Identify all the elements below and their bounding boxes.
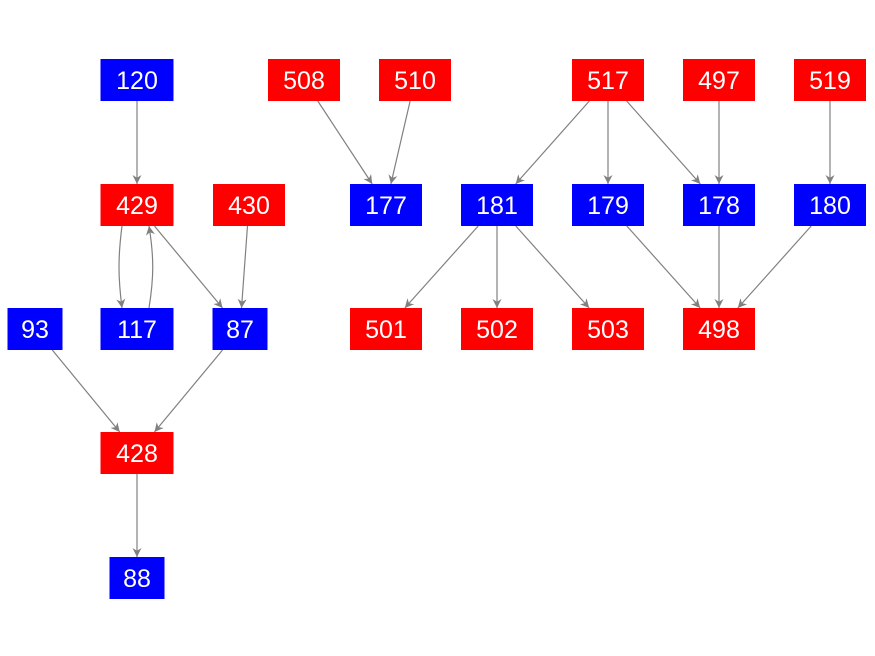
node-label: 501 (365, 316, 407, 344)
node-box (100, 184, 174, 226)
node-501[interactable]: 501 (350, 308, 422, 350)
node-label: 180 (809, 192, 851, 220)
edge-510-to-177 (388, 100, 411, 185)
edge-429-to-87 (153, 225, 224, 309)
edge-430-to-87 (237, 225, 249, 309)
node-box (213, 184, 285, 226)
node-box (572, 59, 644, 101)
node-179[interactable]: 179 (572, 184, 644, 226)
node-502[interactable]: 502 (461, 308, 533, 350)
node-117[interactable]: 117 (100, 308, 174, 350)
node-508[interactable]: 508 (268, 59, 340, 101)
node-429[interactable]: 429 (100, 184, 174, 226)
node-180[interactable]: 180 (794, 184, 866, 226)
node-label: 510 (394, 67, 436, 95)
node-box (794, 184, 866, 226)
node-box (100, 432, 174, 474)
node-box (100, 59, 174, 101)
edge-179-to-498 (626, 225, 701, 309)
edge-117-to-429 (145, 225, 155, 309)
node-label: 87 (226, 316, 254, 344)
edge-508-to-177 (317, 100, 373, 185)
node-label: 508 (283, 67, 325, 95)
node-box (109, 557, 165, 599)
node-519[interactable]: 519 (794, 59, 866, 101)
node-517[interactable]: 517 (572, 59, 644, 101)
node-box (350, 184, 422, 226)
node-label: 117 (117, 316, 157, 344)
node-181[interactable]: 181 (461, 184, 533, 226)
node-497[interactable]: 497 (683, 59, 755, 101)
node-box (379, 59, 451, 101)
node-177[interactable]: 177 (350, 184, 422, 226)
node-503[interactable]: 503 (572, 308, 644, 350)
node-box (461, 308, 533, 350)
node-178[interactable]: 178 (683, 184, 755, 226)
node-88[interactable]: 88 (109, 557, 165, 599)
node-box (683, 184, 755, 226)
node-label: 179 (587, 192, 629, 220)
node-87[interactable]: 87 (212, 308, 268, 350)
node-label: 429 (116, 192, 158, 220)
edge-181-to-501 (404, 225, 479, 309)
edges (51, 100, 835, 557)
node-box (683, 308, 755, 350)
node-label: 88 (123, 565, 151, 593)
node-label: 517 (587, 67, 629, 95)
edge-517-to-181 (515, 100, 590, 185)
node-box (350, 308, 422, 350)
node-box (212, 308, 268, 350)
edge-181-to-503 (515, 225, 590, 309)
node-label: 93 (21, 316, 49, 344)
node-box (683, 59, 755, 101)
node-label: 181 (476, 192, 518, 220)
node-93[interactable]: 93 (7, 308, 63, 350)
node-label: 178 (698, 192, 740, 220)
node-label: 120 (116, 67, 158, 95)
node-510[interactable]: 510 (379, 59, 451, 101)
edge-87-to-428 (153, 349, 224, 433)
node-label: 503 (587, 316, 629, 344)
node-label: 502 (476, 316, 518, 344)
node-box (794, 59, 866, 101)
node-box (100, 308, 174, 350)
node-498[interactable]: 498 (683, 308, 755, 350)
edge-93-to-428 (51, 349, 121, 433)
node-box (461, 184, 533, 226)
edge-180-to-498 (737, 225, 812, 309)
node-label: 177 (365, 192, 407, 220)
node-120[interactable]: 120 (100, 59, 174, 101)
edge-517-to-178 (626, 100, 701, 185)
node-label: 497 (698, 67, 740, 95)
node-label: 430 (228, 192, 270, 220)
node-label: 519 (809, 67, 851, 95)
node-428[interactable]: 428 (100, 432, 174, 474)
node-430[interactable]: 430 (213, 184, 285, 226)
edge-429-to-117 (116, 225, 126, 309)
node-label: 428 (116, 440, 158, 468)
node-box (268, 59, 340, 101)
node-label: 498 (698, 316, 740, 344)
node-box (572, 308, 644, 350)
node-box (7, 308, 63, 350)
nodes: 120 508 510 517 497 519 429 430 177 181 179 178 180 9… (7, 59, 866, 599)
node-box (572, 184, 644, 226)
